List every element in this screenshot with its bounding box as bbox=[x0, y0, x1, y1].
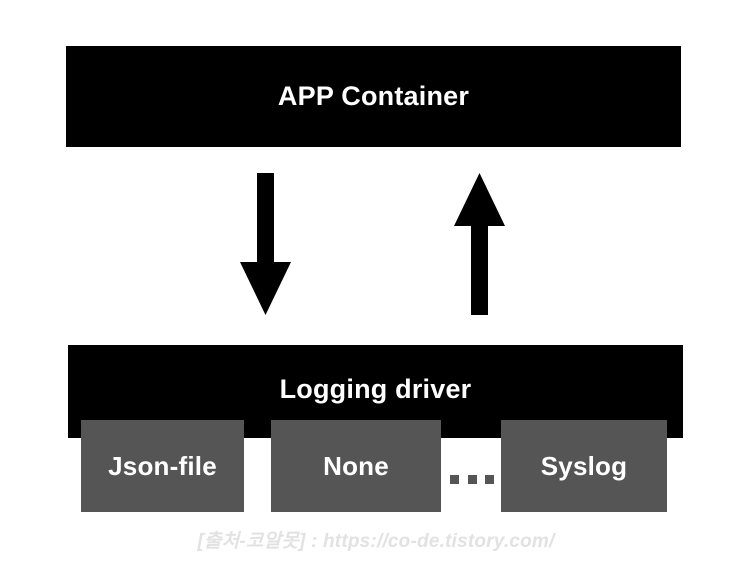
driver-chip-none: None bbox=[271, 420, 441, 512]
driver-chip-syslog: Syslog bbox=[501, 420, 667, 512]
logging-driver-label: Logging driver bbox=[279, 374, 472, 404]
driver-chip-label: Json-file bbox=[108, 450, 217, 481]
driver-ellipsis-icon bbox=[450, 472, 494, 486]
arrow-up-icon bbox=[454, 173, 505, 315]
app-container-label: APP Container bbox=[277, 80, 470, 111]
ellipsis-dot bbox=[450, 474, 459, 484]
watermark-source: [출처-코알못] bbox=[197, 531, 306, 552]
app-container-block: APP Container bbox=[66, 46, 681, 147]
ellipsis-dot bbox=[467, 474, 477, 484]
watermark-url: https://co-de.tistory.com/ bbox=[323, 531, 555, 552]
driver-chip-label: Syslog bbox=[540, 450, 628, 481]
ellipsis-dot bbox=[485, 474, 494, 484]
source-watermark: [출처-코알못] : https://co-de.tistory.com/ bbox=[0, 526, 752, 553]
driver-chip-label: None bbox=[323, 450, 389, 481]
watermark-separator: : bbox=[305, 531, 323, 552]
arrow-down-icon bbox=[240, 173, 291, 315]
driver-chip-json-file: Json-file bbox=[81, 420, 244, 512]
